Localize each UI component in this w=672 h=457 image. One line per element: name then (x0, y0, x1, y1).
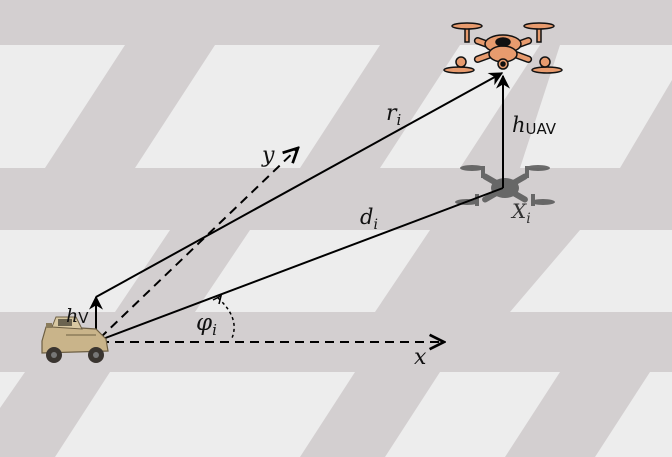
horizontal-distance-line (99, 187, 504, 341)
uav-ground-projection-label: Xi (510, 199, 531, 227)
road-stripe (0, 230, 170, 312)
y-axis-label: y (261, 143, 275, 168)
distance-label: ri (386, 101, 402, 129)
y-axis-line (99, 148, 298, 339)
angle-arc (217, 297, 235, 339)
road-stripe (0, 372, 25, 408)
angle-arc-arrowhead (212, 294, 223, 305)
horizontal-distance-label: di (360, 205, 378, 233)
road-stripe (55, 372, 355, 457)
road-stripe (510, 230, 672, 312)
angle-label: φi (196, 310, 217, 339)
road-stripe (0, 45, 125, 168)
x-axis-label: x (414, 345, 427, 370)
road-stripe (520, 45, 672, 168)
road-stripe (385, 372, 560, 457)
road-stripe (595, 372, 672, 457)
drone-shadow-icon (455, 165, 555, 206)
road-stripe (195, 230, 430, 312)
quadcopter-drone-icon (443, 22, 563, 74)
road-markings (0, 45, 672, 457)
distance-line (95, 72, 504, 298)
vehicle-height-label: hV (66, 305, 89, 327)
geometry-lines (89, 72, 510, 342)
road-stripe (135, 45, 380, 168)
uav-height-label: hUAV (512, 113, 557, 138)
military-vehicle-icon (41, 316, 109, 363)
